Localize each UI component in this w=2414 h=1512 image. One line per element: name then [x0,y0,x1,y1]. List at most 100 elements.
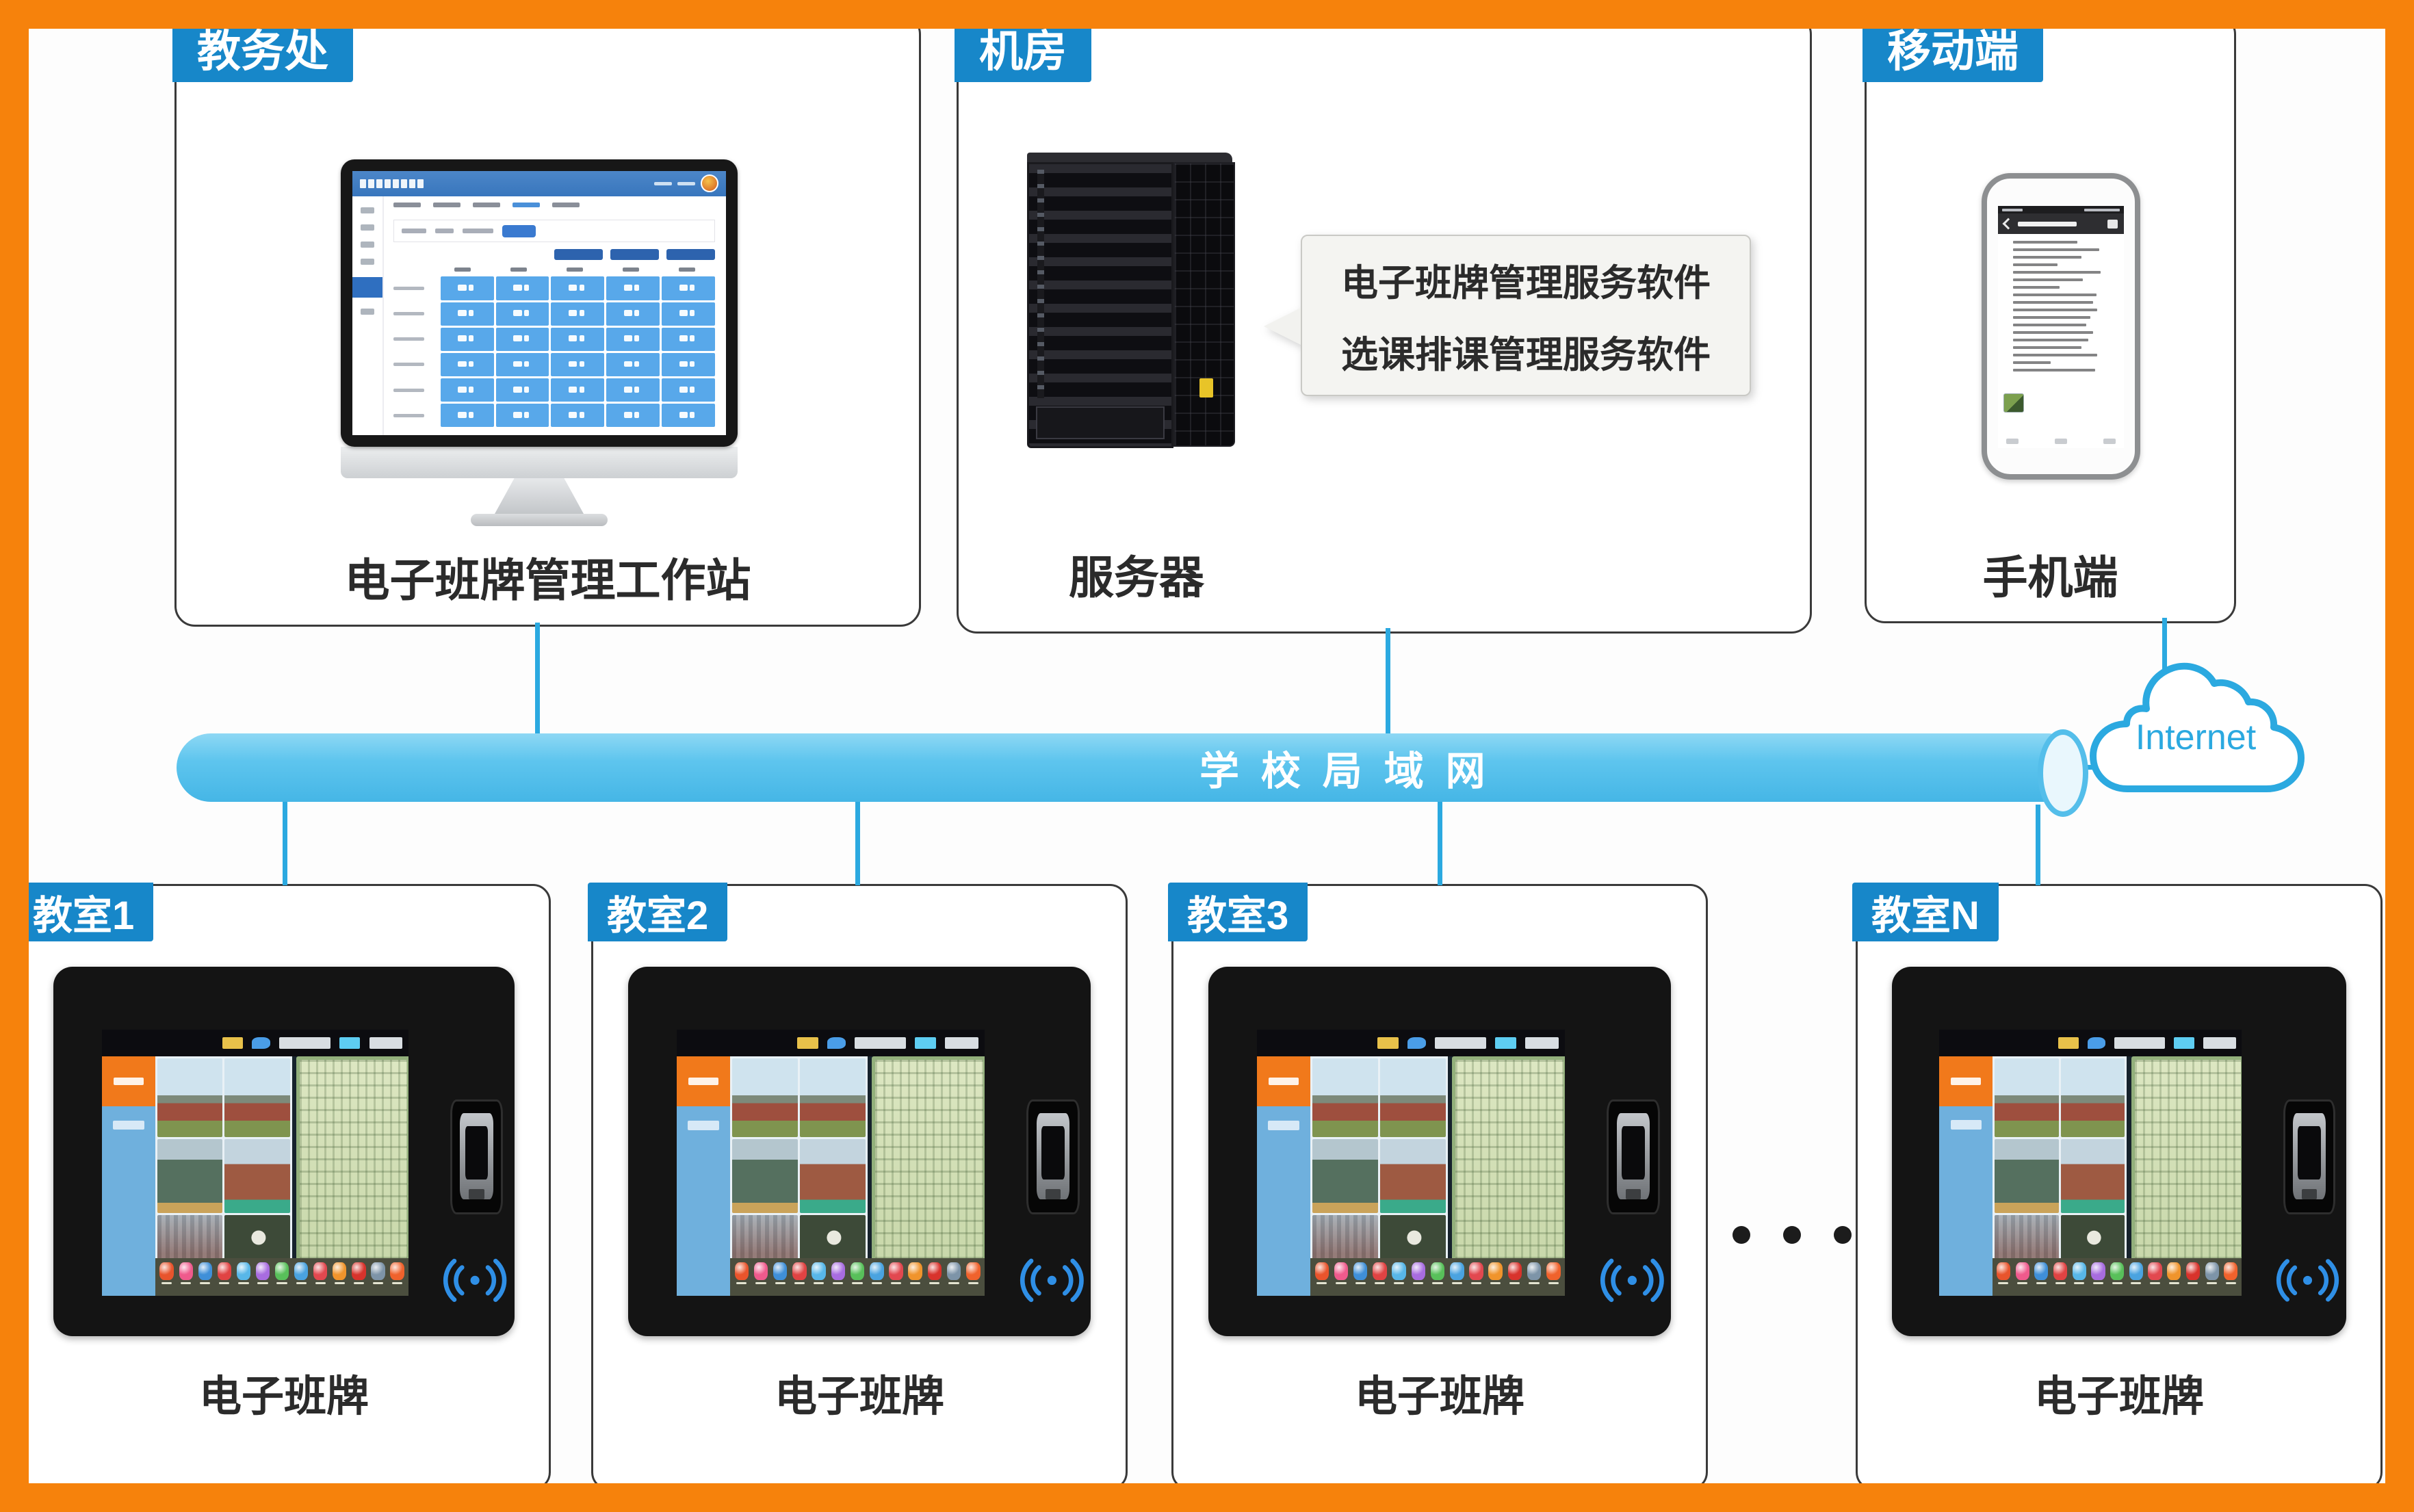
taskbar-app-icon [1314,1262,1330,1291]
workstation-caption: 电子班牌管理工作站 [344,555,751,605]
chat-icon [827,1037,846,1049]
taskbar-app-icon [2052,1262,2068,1291]
tablet-status-bar [1939,1029,2242,1056]
taskbar-app-icon [1352,1262,1368,1291]
classroom-badge: 教室N [1852,883,1999,941]
monitor-chin [341,447,738,478]
campus-photo [224,1139,290,1213]
internet-label: Internet [2136,718,2257,757]
admin-ui-logo [359,179,424,188]
fingerprint-reader-icon [1026,1099,1080,1215]
campus-photo [2060,1058,2125,1138]
class-name-button [1256,1056,1311,1107]
campus-photo [732,1139,799,1213]
timetable-cell [661,302,715,326]
classroom-box: 教室N [1852,883,2383,1490]
timetable-cell [551,352,605,377]
workstation-monitor [341,159,738,526]
classroom-box: 教室2 [588,883,1128,1490]
campus-photo [224,1214,290,1261]
taskbar-app-icon [2204,1262,2220,1291]
callout-line: 电子班牌管理服务软件 [1341,263,1711,304]
timetable-cell [606,302,660,326]
server-top [1027,153,1232,164]
chat-icon [252,1037,270,1049]
timetable-cell [551,404,605,428]
chat-icon [2088,1037,2106,1049]
eclass-tablet [627,962,1091,1336]
zone-server-room: 机房 电子班牌管理服务软件 选课排课管理服务软件 服务器 [955,14,1812,634]
timetable-cell [440,302,494,326]
campus-photo [157,1139,223,1213]
device-caption: 电子班牌 [1354,1373,1524,1420]
zone-badge: 机房 [955,14,1091,82]
timetable-cell [661,404,715,428]
admin-ui-filterbar [393,220,715,243]
taskbar-app-icon [1391,1262,1407,1291]
taskbar-app-icon [178,1262,194,1291]
tablet-sidebar [1939,1056,1993,1296]
zone-badge: 教务处 [172,14,353,82]
classroom-badge: 教室1 [14,883,154,941]
taskbar-app-icon [255,1262,271,1291]
phone-toolbar [1998,439,2124,444]
lan-bar: 学校局域网 [177,733,2058,802]
phone-nav-title [2018,221,2077,226]
callout-line: 选课排课管理服务软件 [1341,335,1711,376]
connector-line [2036,805,2040,885]
sidebar-item [113,1120,144,1130]
taskbar-app-icon [2109,1262,2125,1291]
tablet-screen [1256,1029,1565,1296]
campus-photo [2060,1139,2125,1213]
sidebar-item [688,1120,719,1130]
timetable-column-headers [434,267,715,272]
phone-nav-bar [1998,213,2124,234]
callout-arrow [1264,307,1302,346]
campus-photo [1312,1214,1379,1261]
device-caption: 电子班牌 [198,1373,369,1420]
timetable-cell [606,276,660,300]
campus-photo [1994,1058,2059,1138]
campus-photo [1380,1139,1446,1213]
taskbar-app-icon [1372,1262,1388,1291]
campus-photo [2060,1214,2125,1261]
campus-photo [157,1214,223,1261]
taskbar-app-icon [926,1262,943,1291]
timetable-cell [606,378,660,402]
taskbar-app-icon [946,1262,962,1291]
campus-photo [224,1058,290,1138]
fingerprint-reader-icon [2283,1099,2335,1215]
taskbar-app-icon [792,1262,808,1291]
timetable-cell [606,352,660,377]
taskbar-app-icon [1545,1262,1561,1291]
nfc-reader-icon [1600,1258,1664,1302]
campus-photo [1380,1058,1446,1138]
campus-photo [732,1058,799,1138]
taskbar-app-icon [830,1262,846,1291]
eclass-tablet [1891,962,2347,1336]
campus-photo-grid [1992,1056,2127,1261]
campus-photo-grid [155,1056,292,1261]
search-button [502,224,536,237]
taskbar-app-icon [293,1262,309,1291]
taskbar-app-icon [312,1262,328,1291]
campus-photo [800,1139,866,1213]
timetable-cell [495,302,549,326]
timetable-cell [440,352,494,377]
taskbar-app-icon [1526,1262,1542,1291]
taskbar-app-icon [1995,1262,2011,1291]
taskbar-app-icon [753,1262,769,1291]
taskbar-app-icon [350,1262,367,1291]
timetable-cell [606,327,660,351]
timetable-cell [440,378,494,402]
back-icon [2002,218,2014,230]
timetable-cell [440,404,494,428]
campus-photo [732,1214,799,1261]
taskbar-app-icon [1410,1262,1427,1291]
taskbar-app-icon [811,1262,827,1291]
connector-line [1386,628,1390,736]
tablet-screen [676,1029,985,1296]
timetable-cell [495,404,549,428]
smartphone [1982,173,2140,480]
